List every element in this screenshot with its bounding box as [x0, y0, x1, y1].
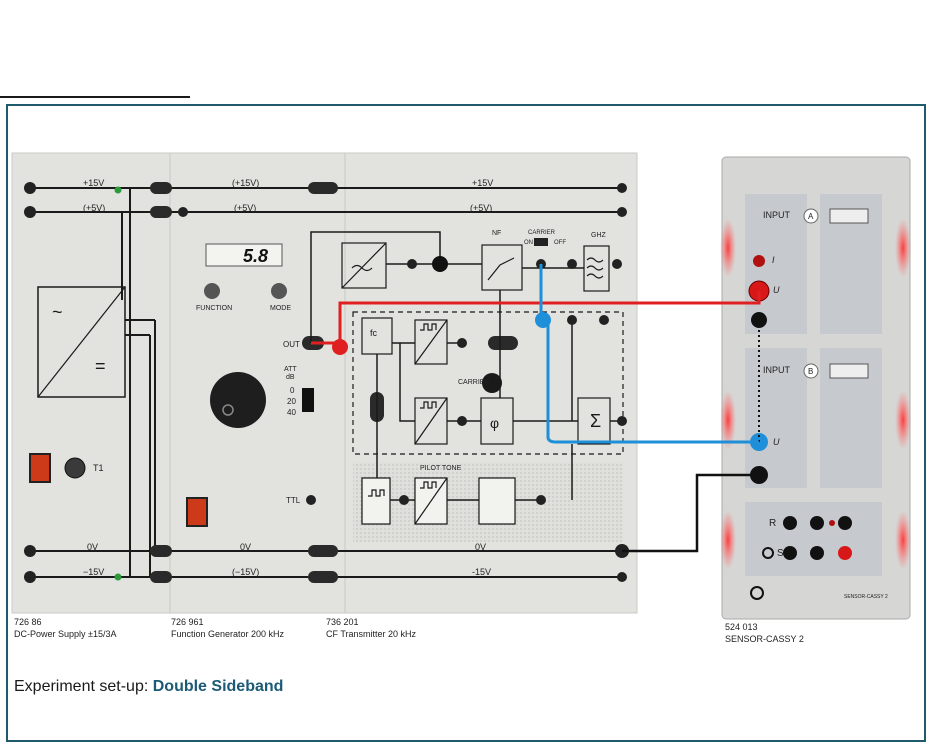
label-att-0: 0	[290, 386, 295, 395]
mode-button[interactable]	[271, 283, 287, 299]
label-mode: MODE	[270, 305, 291, 312]
black-cable	[622, 473, 759, 553]
svg-text:=: =	[95, 356, 106, 376]
display-value: 5.8	[243, 246, 268, 266]
relay-panel	[745, 502, 882, 576]
attenuator-switch[interactable]	[302, 388, 314, 412]
input-a-i-socket[interactable]	[753, 255, 765, 267]
carrier-level-knob[interactable]	[482, 373, 502, 393]
svg-text:φ: φ	[490, 415, 499, 431]
label-att: ATT	[284, 366, 297, 373]
function-button[interactable]	[204, 283, 220, 299]
carrier-group	[352, 311, 624, 455]
label-ghz: GHZ	[591, 232, 606, 239]
relay-sockets[interactable]	[783, 516, 852, 560]
device-name: SENSOR-CASSY 2	[725, 634, 804, 644]
red-cable	[338, 291, 761, 343]
input-b-connector[interactable]	[829, 363, 869, 379]
sensor-cassy-badge: SENSOR-CASSY 2	[844, 594, 888, 600]
frequency-knob[interactable]	[210, 372, 266, 428]
label-plus5-paren: (+5V)	[234, 203, 257, 213]
svg-text:Σ: Σ	[590, 411, 601, 431]
label-plus15-right: +15V	[472, 178, 494, 188]
label-u-socket: U	[773, 285, 780, 295]
input-b-panel	[745, 348, 807, 488]
label-pilot-tone: PILOT TONE	[420, 465, 462, 472]
label-ttl: TTL	[286, 496, 301, 505]
experiment-panel	[11, 152, 638, 614]
label-u-socket-b: U	[773, 437, 780, 447]
ac-dc-converter	[37, 286, 126, 398]
figure-caption: Experiment set-up: Double Sideband	[14, 678, 283, 696]
device-number: 524 013	[725, 622, 758, 632]
device-name: CF Transmitter 20 kHz	[326, 629, 417, 639]
label-s-socket: S	[777, 548, 784, 559]
label-plus5: (+5V)	[83, 203, 106, 213]
label-plus5-right: (+5V)	[470, 203, 493, 213]
label-on: ON	[524, 240, 533, 246]
label-i-socket: I	[772, 255, 775, 265]
power-switch[interactable]	[29, 453, 51, 483]
label-function: FUNCTION	[196, 305, 233, 312]
device-number: 726 86	[14, 617, 42, 627]
caption-title: Double Sideband	[152, 678, 284, 695]
caption-prefix: Experiment set-up:	[14, 678, 153, 695]
ttl-socket[interactable]	[306, 495, 316, 505]
label-0v-left: 0V	[87, 542, 99, 552]
carrier-switch[interactable]	[534, 238, 548, 246]
lcd-display	[205, 243, 283, 267]
svg-text:fc: fc	[370, 328, 378, 338]
label-0v-right: 0V	[475, 542, 487, 552]
supply-sockets[interactable]	[24, 182, 122, 583]
label-att-20: 20	[287, 397, 296, 406]
nf-filter-block	[341, 242, 387, 289]
label-0v-mid: 0V	[240, 542, 252, 552]
carrier-square-block	[414, 319, 448, 365]
label-carrier-block: CARRIER	[458, 379, 490, 386]
svg-text:~: ~	[52, 302, 63, 322]
fuse-t1[interactable]	[64, 457, 86, 479]
label-carrier-switch: CARRIER	[528, 230, 556, 236]
cf-sockets[interactable]	[399, 259, 627, 505]
device-name: DC-Power Supply ±15/3A	[14, 629, 117, 639]
blue-plug	[535, 312, 551, 328]
label-minus15-right: -15V	[472, 567, 492, 577]
device-number: 726 961	[171, 617, 204, 627]
label-channel-a: A	[808, 212, 814, 221]
generator-power-switch[interactable]	[186, 497, 208, 527]
label-minus15: −15V	[83, 567, 105, 577]
label-plus15-paren: (+15V)	[232, 178, 260, 188]
input-a-connector[interactable]	[829, 208, 869, 224]
label-off: OFF	[554, 240, 566, 246]
label-out: OUT	[283, 340, 300, 349]
label-input-b: INPUT	[763, 365, 790, 375]
label-nf: NF	[492, 230, 502, 237]
label-channel-b: B	[808, 367, 814, 376]
label-r-socket: R	[769, 518, 777, 529]
label-att-40: 40	[287, 408, 296, 417]
device-name: Function Generator 200 kHz	[171, 629, 285, 639]
label-minus15-paren: (−15V)	[232, 567, 260, 577]
bridge-plugs[interactable]	[150, 182, 518, 583]
label-t1: T1	[93, 463, 104, 473]
header-rule	[0, 96, 190, 98]
label-plus15: +15V	[83, 178, 105, 188]
red-plug	[332, 339, 348, 355]
label-input-a: INPUT	[763, 210, 790, 220]
device-number: 736 201	[326, 617, 359, 627]
label-db: dB	[286, 374, 295, 381]
